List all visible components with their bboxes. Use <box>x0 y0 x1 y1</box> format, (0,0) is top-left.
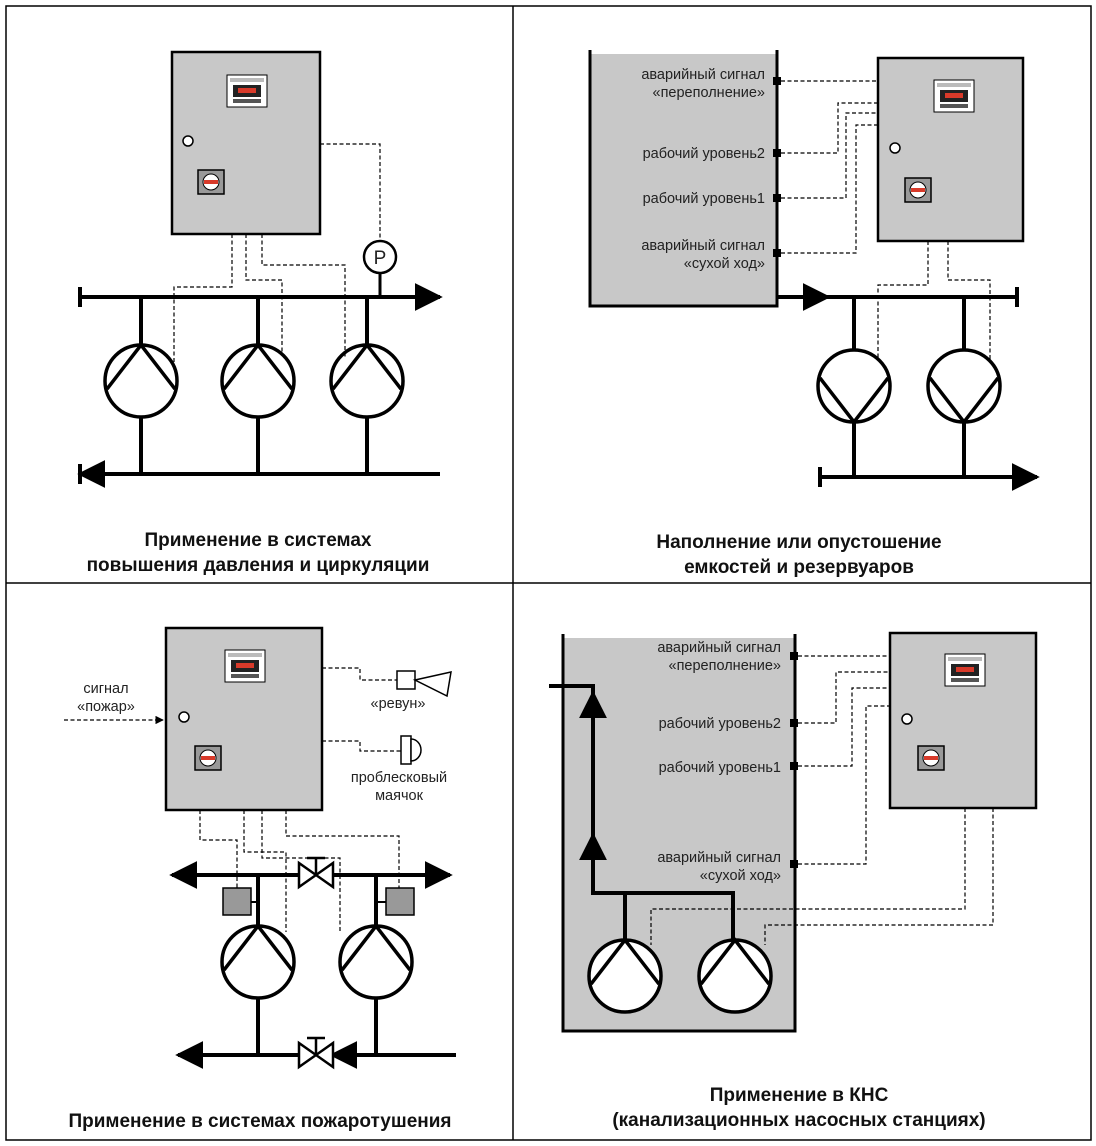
panel-caption-line1: Применение в КНС <box>710 1085 889 1106</box>
signal-wiring <box>781 80 991 362</box>
pump <box>220 875 296 1055</box>
indicator-lamp <box>901 713 913 725</box>
dry-run-alarm-label: аварийный сигнал <box>641 238 765 254</box>
level-sensors <box>790 652 798 868</box>
panel-caption-line1: Наполнение или опустошение <box>656 532 941 553</box>
selector-switch <box>194 745 222 771</box>
dry-run-alarm-label: «сухой ход» <box>684 256 765 272</box>
signal-wiring <box>173 143 381 362</box>
tank-walls <box>561 634 797 1033</box>
controller-display <box>944 653 986 687</box>
panel-caption-line2: повышения давления и циркуляции <box>87 555 430 576</box>
controller-display <box>226 74 268 108</box>
siren-icon <box>396 670 452 698</box>
indicator-lamp <box>182 135 194 147</box>
pressure-sensor-label: P <box>374 248 387 269</box>
fire-signal-label: сигнал <box>83 681 128 697</box>
pressure-switch <box>385 887 415 916</box>
work-level-1-label: рабочий уровень1 <box>643 191 765 207</box>
panel-caption-line2: (канализационных насосных станциях) <box>612 1110 985 1131</box>
panel-sewage-pumping: аварийный сигнал «переполнение» рабочий … <box>549 631 1038 1131</box>
selector-switch <box>904 177 932 203</box>
controller-display <box>224 649 266 683</box>
dry-run-alarm-label: аварийный сигнал <box>657 850 781 866</box>
pump <box>103 297 179 474</box>
signal-wiring <box>199 667 401 932</box>
panel-tank-filling: аварийный сигнал «переполнение» рабочий … <box>588 50 1040 578</box>
indicator-lamp <box>889 142 901 154</box>
work-level-2-label: рабочий уровень2 <box>643 146 765 162</box>
level-sensors <box>773 77 781 257</box>
pump <box>220 297 296 474</box>
beacon-label: маячок <box>375 788 424 804</box>
controller-display <box>933 79 975 113</box>
sewage-discharge-pipe <box>549 684 735 945</box>
overflow-alarm-label: «переполнение» <box>653 85 765 101</box>
panel-caption: Применение в системах пожаротушения <box>68 1111 451 1132</box>
tank <box>590 54 777 306</box>
selector-switch <box>197 169 225 195</box>
overflow-alarm-label: аварийный сигнал <box>657 640 781 656</box>
pump <box>697 938 773 1014</box>
panel-pressure-boosting: P Применение в системах повышения давлен… <box>77 50 443 576</box>
pump <box>926 297 1002 477</box>
selector-switch <box>917 745 945 771</box>
panel-caption-line1: Применение в системах <box>145 530 372 551</box>
indicator-lamp <box>178 711 190 723</box>
pump <box>587 938 663 1014</box>
pressure-switch <box>222 887 252 916</box>
overflow-alarm-label: аварийный сигнал <box>641 67 765 83</box>
work-level-1-label: рабочий уровень1 <box>659 760 781 776</box>
siren-label: «ревун» <box>371 696 426 712</box>
beacon-label: проблесковый <box>351 770 447 786</box>
check-valve <box>297 856 335 889</box>
signal-wiring <box>650 655 994 945</box>
panel-fire-fighting: сигнал «пожар» «ревун» проблесковый маяч… <box>64 626 456 1132</box>
work-level-2-label: рабочий уровень2 <box>659 716 781 732</box>
pump <box>816 297 892 477</box>
panel-grid <box>5 5 1092 1141</box>
fire-signal-label: «пожар» <box>77 699 135 715</box>
tank-walls <box>588 50 779 308</box>
panel-caption-line2: емкостей и резервуаров <box>684 557 914 578</box>
overflow-alarm-label: «переполнение» <box>669 658 781 674</box>
pump <box>338 875 414 1055</box>
shutoff-valve <box>297 1036 335 1069</box>
beacon-icon <box>400 735 422 765</box>
pump <box>329 297 405 474</box>
dry-run-alarm-label: «сухой ход» <box>700 868 781 884</box>
